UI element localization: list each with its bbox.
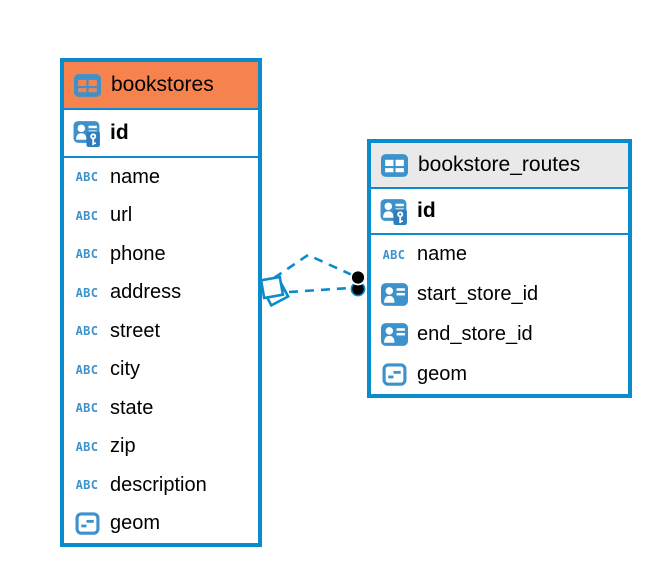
geometry-type-icon bbox=[72, 512, 102, 535]
column-name: state bbox=[110, 396, 154, 419]
column-row[interactable]: ABC name bbox=[64, 158, 258, 197]
column-row-routes-id[interactable]: id bbox=[371, 189, 628, 235]
column-row[interactable]: ABC address bbox=[64, 273, 258, 312]
text-type-icon: ABC bbox=[75, 439, 99, 454]
column-row[interactable]: ABC url bbox=[64, 196, 258, 235]
text-type-icon: ABC bbox=[75, 285, 99, 300]
primary-key-icon bbox=[72, 120, 102, 147]
column-row[interactable]: ABC street bbox=[64, 312, 258, 351]
column-row[interactable]: ABC description bbox=[64, 466, 258, 505]
table-icon bbox=[379, 153, 409, 177]
reference-type-icon bbox=[379, 283, 409, 307]
column-name: name bbox=[110, 165, 161, 188]
primary-key-icon bbox=[379, 198, 409, 225]
column-name: end_store_id bbox=[417, 322, 533, 345]
column-name: id bbox=[110, 121, 129, 144]
column-name: geom bbox=[417, 362, 468, 385]
relationship-many-end-marker[interactable] bbox=[259, 275, 290, 308]
column-row[interactable]: end_store_id bbox=[371, 314, 628, 355]
column-row[interactable]: ABC name bbox=[371, 235, 628, 275]
relationship-line-1[interactable] bbox=[273, 253, 353, 280]
column-row[interactable]: ABC phone bbox=[64, 235, 258, 274]
column-name: street bbox=[110, 319, 161, 342]
text-type-icon: ABC bbox=[75, 170, 99, 185]
column-row[interactable]: ABC zip bbox=[64, 427, 258, 466]
column-name: city bbox=[110, 358, 140, 381]
column-row[interactable]: geom bbox=[371, 354, 628, 394]
text-type-icon: ABC bbox=[75, 324, 99, 339]
column-name: phone bbox=[110, 242, 166, 265]
column-name: name bbox=[417, 243, 468, 266]
relationship-line-2[interactable] bbox=[288, 286, 351, 294]
table-bookstores[interactable]: bookstores id ABC name ABC ur bbox=[60, 58, 262, 547]
table-bookstores-header[interactable]: bookstores bbox=[64, 62, 258, 110]
column-name: id bbox=[417, 199, 436, 222]
table-bookstore-routes-header[interactable]: bookstore_routes bbox=[371, 143, 628, 189]
column-name: zip bbox=[110, 435, 136, 458]
text-type-icon: ABC bbox=[75, 208, 99, 223]
reference-type-icon bbox=[379, 322, 409, 346]
text-type-icon: ABC bbox=[75, 362, 99, 377]
column-row[interactable]: ABC city bbox=[64, 350, 258, 389]
column-name: start_store_id bbox=[417, 283, 539, 306]
text-type-icon: ABC bbox=[75, 247, 99, 262]
table-name: bookstores bbox=[111, 73, 214, 96]
column-list: ABC name start_store_id bbox=[371, 235, 628, 394]
table-bookstore-routes[interactable]: bookstore_routes id ABC name bbox=[367, 139, 632, 398]
column-name: address bbox=[110, 281, 182, 304]
column-name: description bbox=[110, 473, 207, 496]
column-name: geom bbox=[110, 512, 161, 535]
text-type-icon: ABC bbox=[382, 247, 406, 262]
relationship-one-end-marker[interactable] bbox=[350, 269, 366, 297]
column-row[interactable]: ABC state bbox=[64, 389, 258, 428]
column-row-bookstores-id[interactable]: id bbox=[64, 110, 258, 158]
text-type-icon: ABC bbox=[75, 401, 99, 416]
geometry-type-icon bbox=[379, 362, 409, 386]
column-row[interactable]: start_store_id bbox=[371, 274, 628, 315]
table-icon bbox=[72, 73, 102, 97]
text-type-icon: ABC bbox=[75, 478, 99, 493]
column-row[interactable]: geom bbox=[64, 504, 258, 543]
table-name: bookstore_routes bbox=[418, 153, 581, 176]
column-list: ABC name ABC url ABC phone ABC address A… bbox=[64, 158, 258, 543]
column-name: url bbox=[110, 204, 133, 227]
